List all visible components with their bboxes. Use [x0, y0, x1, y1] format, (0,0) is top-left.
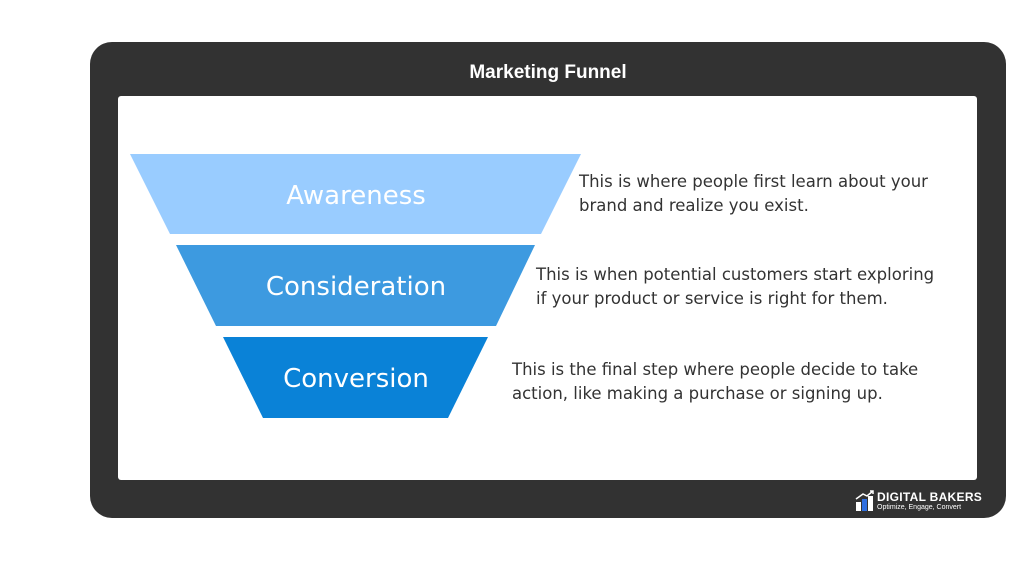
stage-description-awareness: This is where people first learn about y… — [579, 170, 928, 218]
stage-description-conversion: This is the final step where people deci… — [512, 358, 918, 406]
brand-name: DIGITAL BAKERS — [877, 490, 983, 504]
description-line: brand and realize you exist. — [579, 196, 809, 215]
diagram-title: Marketing Funnel — [469, 62, 627, 83]
brand-tagline: Optimize, Engage, Convert — [877, 504, 962, 511]
funnel-stage-consideration — [176, 245, 535, 326]
description-line: This is when potential customers start e… — [536, 265, 935, 284]
funnel-stage-awareness — [130, 154, 581, 234]
funnel-label-conversion: Conversion — [283, 364, 429, 394]
stage-description-consideration: This is when potential customers start e… — [536, 263, 934, 311]
bar-chart-arrow-icon — [855, 490, 874, 511]
description-line: if your product or service is right for … — [536, 289, 888, 308]
funnel-label-consideration: Consideration — [266, 272, 446, 302]
funnel-stage-conversion — [223, 337, 488, 418]
funnel-label-awareness: Awareness — [286, 181, 426, 211]
description-line: This is where people first learn about y… — [579, 172, 928, 191]
description-line: This is the final step where people deci… — [512, 360, 919, 379]
description-line: action, like making a purchase or signin… — [512, 384, 883, 403]
